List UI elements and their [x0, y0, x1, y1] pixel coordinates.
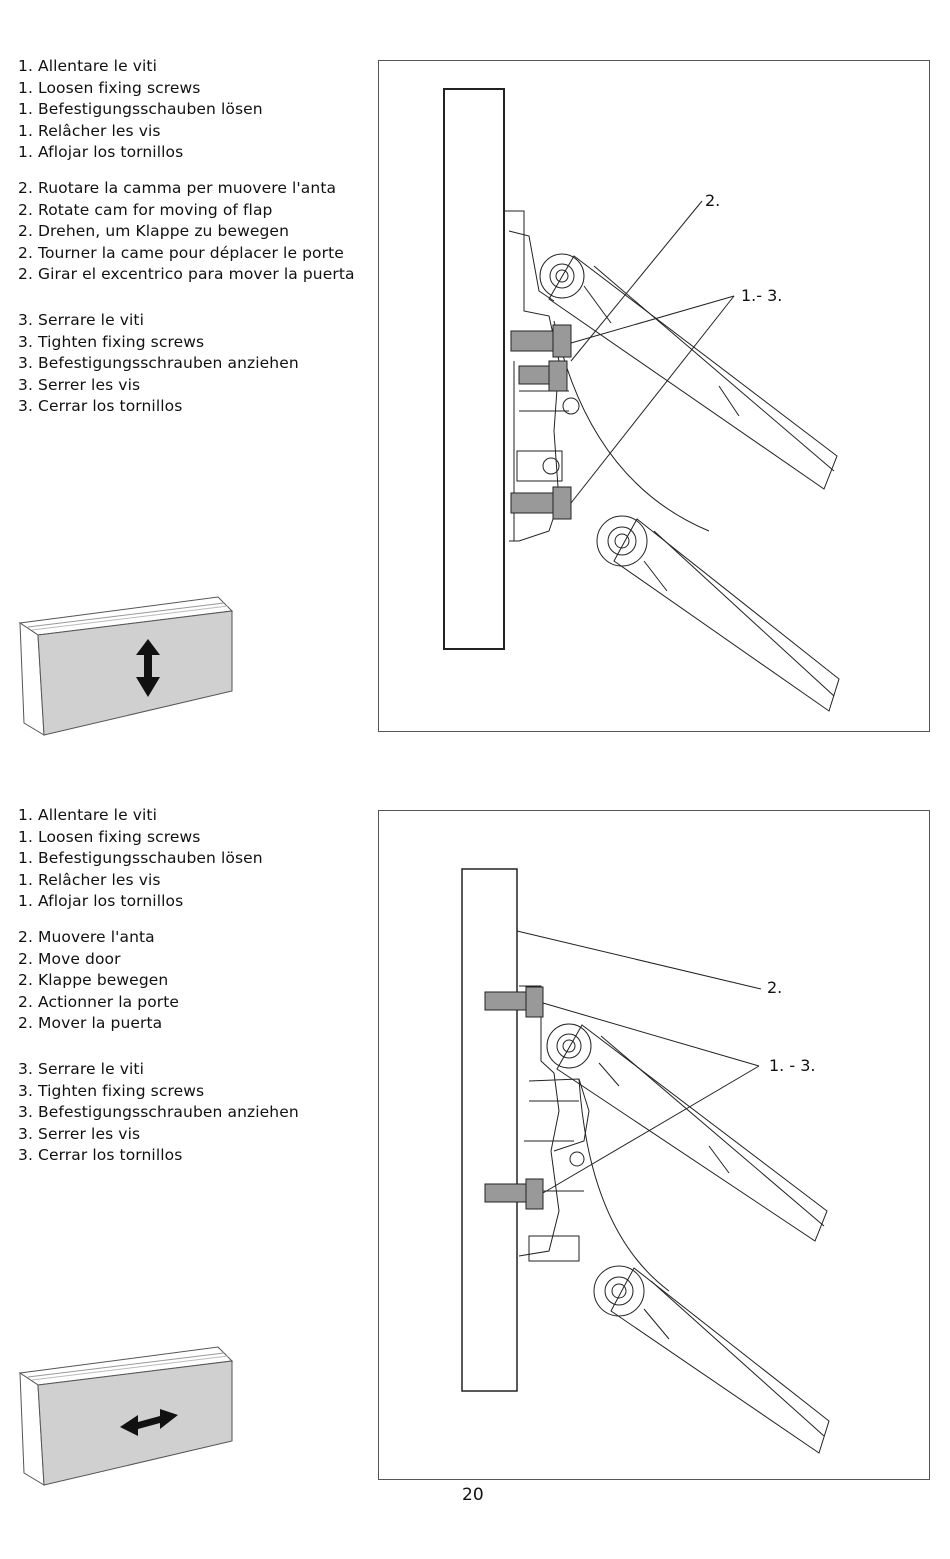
section2-step3-group: 3. Serrare le viti 3. Tighten fixing scr… [18, 1059, 299, 1167]
instruction-line: 3. Tighten fixing screws [18, 1081, 205, 1100]
instruction-line: 1. Aflojar los tornillos [18, 892, 184, 911]
callout-door-label: 2. [767, 978, 782, 997]
instruction-line: 3. Cerrar los tornillos [18, 397, 183, 416]
instruction-line: 2. Girar el excentrico para mover la pue… [18, 265, 355, 284]
instruction-line: 1. Allentare le viti [18, 806, 157, 824]
instruction-line: 1. Befestigungsschauben lösen [18, 100, 263, 119]
instruction-line: 3. Serrer les vis [18, 1124, 141, 1143]
instruction-line: 2. Ruotare la camma per muovere l'anta [18, 178, 337, 197]
page-number: 20 [462, 1485, 484, 1505]
horizontal-double-arrow-icon [120, 1409, 178, 1436]
section2-hinge-diagram: 2. 1. - 3. [461, 868, 830, 1454]
instruction-line: 2. Move door [18, 949, 121, 968]
section1-step3-group: 3. Serrare le viti 3. Tighten fixing scr… [18, 310, 355, 418]
instruction-line: 1. Befestigungsschauben lösen [18, 849, 263, 868]
instruction-line: 2. Actionner la porte [18, 992, 180, 1011]
instruction-line: 3. Befestigungsschrauben anziehen [18, 1103, 299, 1122]
section2-diagram-panel: 2. 1. - 3. [378, 810, 930, 1480]
instruction-line: 2. Drehen, um Klappe zu bewegen [18, 222, 289, 241]
section1-hinge-diagram: 2. 1.- 3. [443, 88, 840, 712]
instruction-line: 3. Serrare le viti [18, 1059, 144, 1078]
section1-diagram-panel: 2. 1.- 3. [378, 60, 930, 732]
section2-instructions: 1. Allentare le viti 1. Loosen fixing sc… [18, 805, 299, 1181]
instruction-line: 2. Klappe bewegen [18, 971, 169, 990]
section1-step2-group: 2. Ruotare la camma per muovere l'anta 2… [18, 178, 355, 286]
section2-step1-group: 1. Allentare le viti 1. Loosen fixing sc… [18, 805, 299, 913]
callout-screws-label: 1.- 3. [741, 286, 782, 305]
instruction-line: 1. Allentare le viti [18, 57, 157, 75]
instruction-line: 2. Rotate cam for moving of flap [18, 200, 273, 219]
cabinet-horizontal-adjust-icon [18, 1346, 234, 1486]
instruction-line: 1. Relâcher les vis [18, 121, 161, 140]
instruction-line: 3. Serrer les vis [18, 375, 141, 394]
vertical-double-arrow-icon [136, 639, 160, 697]
instruction-line: 2. Mover la puerta [18, 1014, 163, 1033]
instruction-line: 1. Loosen fixing screws [18, 827, 201, 846]
callout-cam-label: 2. [705, 191, 720, 210]
cabinet-vertical-adjust-icon [18, 596, 234, 736]
instruction-line: 3. Befestigungsschrauben anziehen [18, 354, 299, 373]
instruction-line: 1. Aflojar los tornillos [18, 143, 184, 162]
instruction-line: 1. Relâcher les vis [18, 870, 161, 889]
section1-step1-group: 1. Allentare le viti 1. Loosen fixing sc… [18, 56, 355, 164]
instruction-line: 3. Cerrar los tornillos [18, 1146, 183, 1165]
instruction-line: 3. Tighten fixing screws [18, 332, 205, 351]
section2-step2-group: 2. Muovere l'anta 2. Move door 2. Klappe… [18, 927, 299, 1035]
section1-instructions: 1. Allentare le viti 1. Loosen fixing sc… [18, 56, 355, 432]
instruction-line: 2. Tourner la came pour déplacer le port… [18, 243, 344, 262]
instruction-line: 2. Muovere l'anta [18, 927, 155, 946]
instruction-line: 1. Loosen fixing screws [18, 78, 201, 97]
instruction-line: 3. Serrare le viti [18, 310, 144, 329]
callout-screws-label: 1. - 3. [769, 1056, 815, 1075]
